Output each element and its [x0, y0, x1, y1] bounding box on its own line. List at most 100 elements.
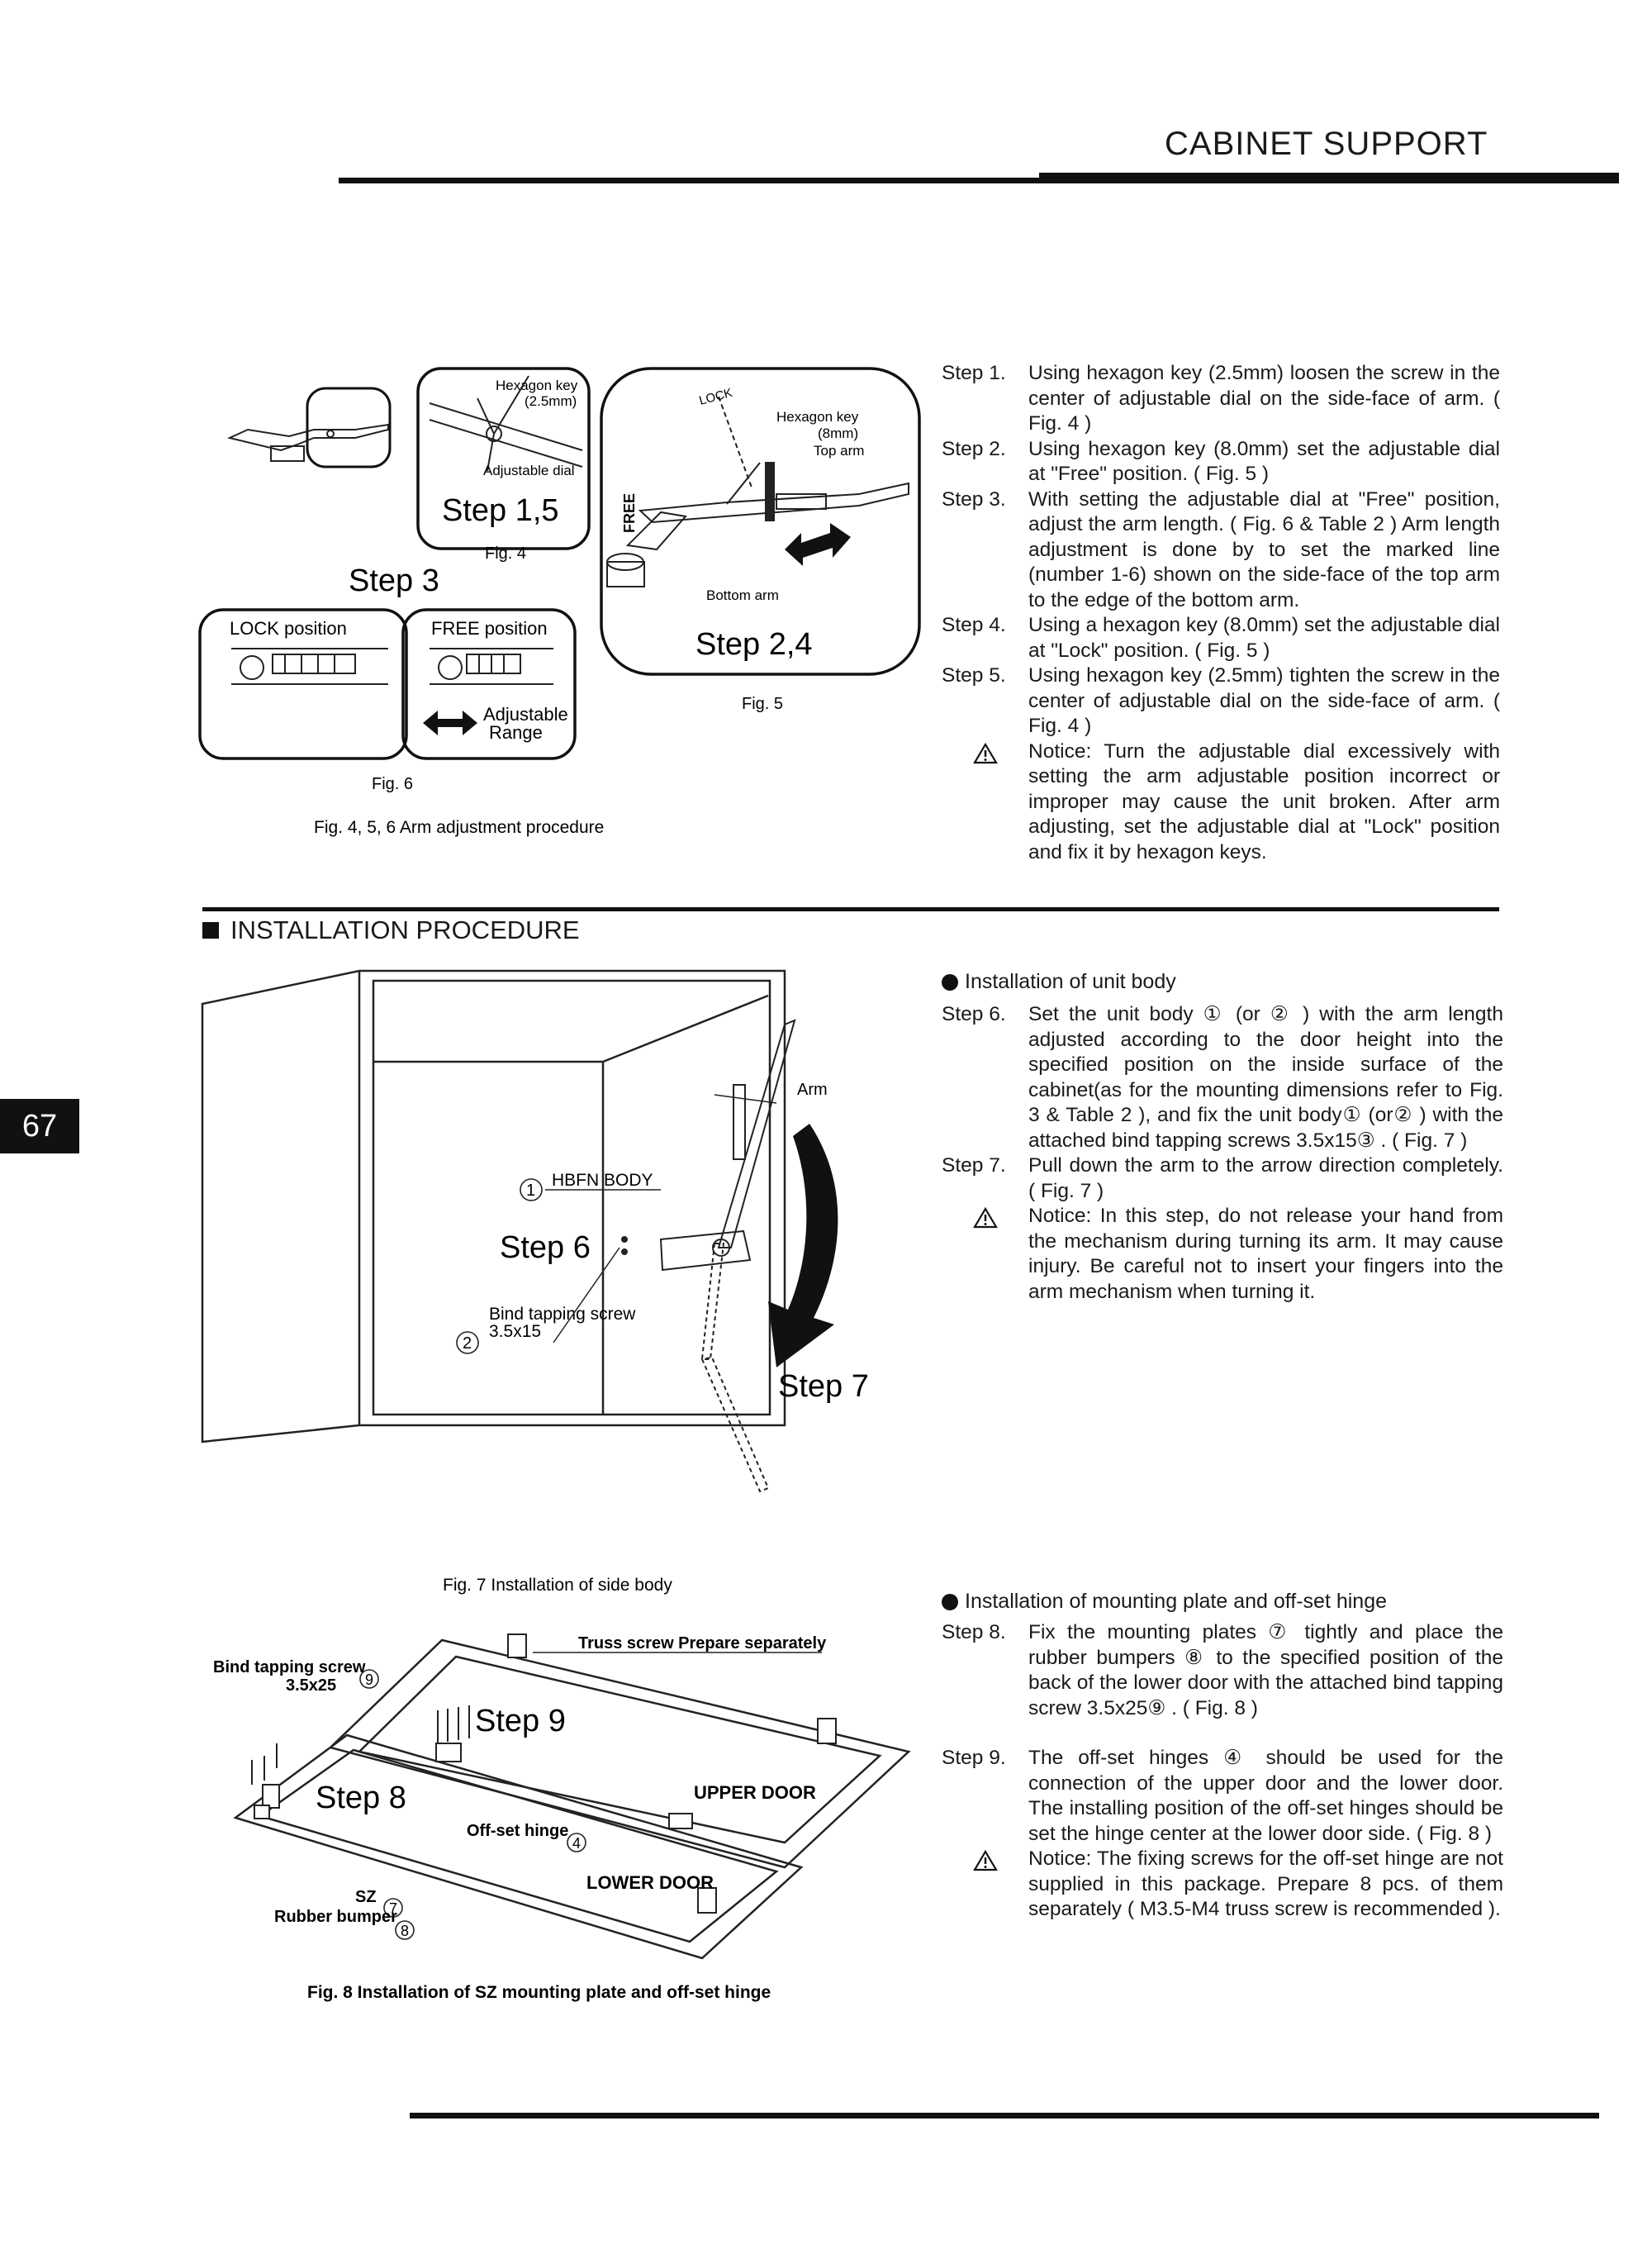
fig8-truss-label: Truss screw Prepare separately	[578, 1634, 827, 1652]
fig8-caption: Fig. 8 Installation of SZ mounting plate…	[307, 1983, 771, 2002]
fig6-caption: Fig. 6	[372, 775, 413, 793]
leader-line	[714, 1094, 777, 1104]
callout-circle	[395, 1920, 415, 1940]
fig6-free-position-label: FREE position	[431, 618, 548, 639]
arm-thumbnail-illustration	[226, 423, 389, 462]
arm-free-lock-illustration	[606, 396, 909, 587]
callout-circle	[456, 1331, 479, 1354]
section-heading-text: INSTALLATION PROCEDURE	[230, 915, 580, 944]
fig4-hex-key-label: Hexagon key	[496, 378, 578, 393]
notice-row: Notice: Turn the adjustable dial excessi…	[942, 739, 1500, 866]
fig6-lock-position-label: LOCK position	[230, 618, 347, 639]
fig8-upper-door-label: UPPER DOOR	[694, 1782, 816, 1803]
fig8-step8-label: Step 8	[316, 1781, 406, 1815]
step-label: Step 2.	[942, 437, 1006, 460]
arm-mechanism-illustration	[621, 1019, 796, 1493]
step-text: Using a hexagon key (8.0mm) set the adju…	[1028, 614, 1500, 662]
step-text: Using hexagon key (2.5mm) tighten the sc…	[1028, 664, 1500, 737]
fig5-bottom-arm-label: Bottom arm	[706, 587, 779, 603]
figure-arm-adjustment: Hexagon key (2.5mm) Adjustable dial Step…	[198, 367, 921, 837]
hinges-illustration	[254, 1633, 837, 1914]
step-label: Step 4.	[942, 614, 1006, 636]
step-row: Step 3.With setting the adjustable dial …	[942, 487, 1500, 614]
fig5-top-arm-label: Top arm	[814, 443, 864, 459]
step-row: Step 4. Using a hexagon key (8.0mm) set t…	[942, 613, 1500, 663]
page-number-tab: 67	[0, 1099, 79, 1153]
unit-body-section: Installation of unit body Step 6.Set the…	[942, 970, 1503, 1305]
fig5-lock-label: LOCK	[698, 386, 734, 408]
warning-triangle-icon	[942, 1847, 1028, 1923]
fig7-screw-size: 3.5x15	[489, 1322, 541, 1341]
doors-illustration	[233, 1638, 911, 1960]
fig8-num4: 4	[572, 1835, 581, 1852]
hex-key-small-illustration	[429, 375, 583, 472]
step-text: Pull down the arm to the arrow direction…	[1028, 1154, 1503, 1202]
steps-block: Step 6.Set the unit body ① (or ② ) with …	[942, 1002, 1503, 1305]
step-row: Step 5.Using hexagon key (2.5mm) tighten…	[942, 663, 1500, 739]
cabinet-illustration	[201, 969, 786, 1443]
fig8-step9-label: Step 9	[475, 1704, 566, 1738]
step-row: Step 6.Set the unit body ① (or ② ) with …	[942, 1002, 1503, 1153]
header-rule-thin	[339, 178, 1041, 183]
callout-circle	[359, 1669, 379, 1689]
warning-triangle-icon	[942, 739, 1028, 866]
bullet-heading: Installation of mounting plate and off-s…	[942, 1590, 1503, 1614]
fig8-lower-door-label: LOWER DOOR	[586, 1872, 714, 1893]
fig6-adjustable-label: Adjustable	[483, 704, 568, 725]
header-rule-thick	[1039, 173, 1619, 183]
mounting-plate-section: Installation of mounting plate and off-s…	[942, 1590, 1503, 1923]
fig7-screw-label: Bind tapping screw	[489, 1305, 636, 1324]
callout-circle	[520, 1178, 543, 1201]
fig7-num2: 2	[463, 1334, 472, 1353]
fig7-body-label: HBFN BODY	[552, 1171, 653, 1190]
step-text: The off-set hinges ④ should be used for …	[1028, 1747, 1503, 1845]
warning-triangle-icon	[942, 1204, 1028, 1305]
steps-block: Step 8. Fix the mounting plates ⑦ tightly…	[942, 1620, 1503, 1923]
notice-row: Notice: In this step, do not release you…	[942, 1204, 1503, 1305]
fig8-screw-label: Bind tapping screw	[213, 1658, 366, 1676]
bullet-heading-text: Installation of mounting plate and off-s…	[965, 1590, 1387, 1613]
fig5-caption: Fig. 5	[742, 695, 783, 713]
fig4-hex-key-size: (2.5mm)	[525, 393, 577, 409]
fig8-screw-size: 3.5x25	[286, 1676, 336, 1695]
step-text: Using hexagon key (8.0mm) set the adjust…	[1028, 437, 1500, 486]
footer-rule	[410, 2113, 1599, 2118]
fig4-frame	[416, 367, 591, 550]
fig4-zoom-frame	[306, 387, 392, 468]
step-text: Set the unit body ① (or ② ) with the arm…	[1028, 1003, 1503, 1152]
bullet-heading-text: Installation of unit body	[965, 970, 1176, 993]
step-label: Step 9.	[942, 1747, 1006, 1769]
step-label: Step 8.	[942, 1621, 1006, 1643]
fig8-num7: 7	[389, 1900, 397, 1917]
curved-arrow-icon	[768, 1124, 838, 1367]
arm-adjustment-caption: Fig. 4, 5, 6 Arm adjustment procedure	[314, 818, 604, 837]
fig6-range-label: Range	[489, 722, 543, 743]
bullet-heading: Installation of unit body	[942, 970, 1503, 994]
step-row: Step 7. Pull down the arm to the arrow di…	[942, 1153, 1503, 1204]
step-text: Fix the mounting plates ⑦ tightly and pl…	[1028, 1621, 1503, 1719]
step-label: Step 1.	[942, 362, 1006, 384]
section-heading: INSTALLATION PROCEDURE	[202, 915, 580, 945]
step-text: With setting the adjustable dial at "Fre…	[1028, 487, 1500, 611]
round-bullet-icon	[942, 973, 958, 991]
fig8-offset-hinge-label: Off-set hinge	[467, 1822, 568, 1840]
fig5-free-label: FREE	[621, 493, 638, 533]
step-text: Using hexagon key (2.5mm) loosen the scr…	[1028, 362, 1500, 435]
fig5-hex-key-size: (8mm)	[818, 426, 858, 441]
callout-circle	[383, 1898, 403, 1918]
step-row: Step 9. The off-set hinges ④ should be us…	[942, 1746, 1503, 1847]
step-label: Step 7.	[942, 1154, 1006, 1177]
fig5-hex-key-label: Hexagon key	[776, 409, 859, 425]
fig8-num9: 9	[365, 1671, 373, 1688]
fig4-dial-label: Adjustable dial	[483, 463, 575, 478]
fig4-caption: Fig. 4	[485, 544, 526, 563]
dial-lock-illustration	[231, 648, 388, 685]
fig7-step6-label: Step 6	[500, 1230, 591, 1265]
dial-free-illustration	[430, 648, 553, 685]
fig7-num1: 1	[526, 1182, 535, 1200]
fig8-rubber-label: Rubber bumper	[274, 1908, 397, 1926]
fig8-num8: 8	[401, 1923, 409, 1939]
notice-row: Notice: The fixing screws for the off-se…	[942, 1847, 1503, 1923]
fig8-sz-label: SZ	[355, 1888, 377, 1906]
fig6-free-frame	[401, 608, 577, 760]
